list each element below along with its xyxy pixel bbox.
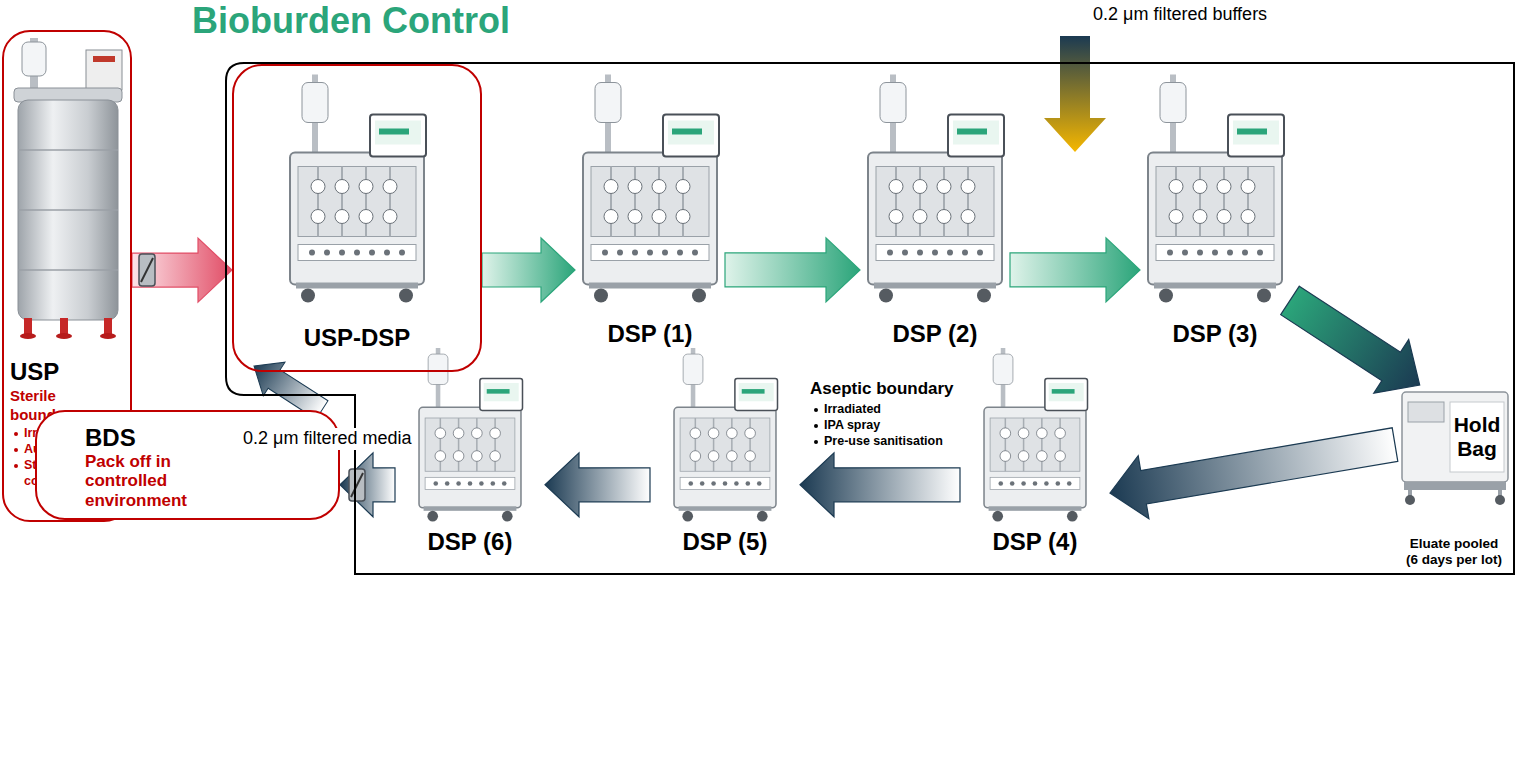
boundary-outline [225, 62, 1516, 575]
flow-arrow [482, 238, 575, 302]
chromatography-skid [419, 348, 522, 521]
aseptic-boundary-region: Aseptic boundaryIrradiatedIPA sprayPre-u… [225, 62, 1516, 575]
node-note: Pack off in controlled environment [85, 452, 220, 511]
flow-arrow [1281, 286, 1420, 393]
process-unit: DSP (5) [650, 345, 800, 560]
flow-arrow [132, 238, 232, 302]
bulk-drug-substance-box: BDSPack off in controlled environment [35, 410, 340, 520]
process-unit: DSP (1) [575, 70, 725, 352]
note-label: 0.2 μm filtered media [240, 428, 414, 450]
filter-symbol [139, 254, 155, 286]
bioreactor-illustration [14, 38, 122, 339]
chromatography-skid [984, 348, 1087, 521]
diagram-title: Bioburden Control [192, 0, 510, 41]
chromatography-skid [1148, 75, 1284, 303]
bullet-text: Irradiated [824, 401, 881, 417]
chromatography-skid [868, 75, 1004, 303]
boundary-text-box: Aseptic boundaryIrradiatedIPA sprayPre-u… [810, 378, 960, 449]
process-unit: DSP (4) [960, 345, 1110, 560]
process-unit: USP-DSP [232, 64, 482, 372]
flow-arrow [725, 238, 860, 302]
node-title: DSP (6) [428, 528, 513, 556]
boundary-line [226, 63, 1514, 574]
hold-label-holder: Hold Bag [1450, 413, 1504, 461]
bullet-dot [814, 440, 818, 444]
node-title: Hold Bag [1450, 413, 1504, 461]
hold-bag-cart [1402, 392, 1508, 505]
node-title: DSP (2) [893, 320, 978, 348]
flow-arrow [340, 453, 395, 517]
title-holder: Bioburden Control [192, 0, 510, 41]
bullet-dot [814, 424, 818, 428]
process-unit: DSP (6) [395, 345, 545, 560]
filter-symbol [349, 469, 365, 501]
hold-bag: Hold BagEluate pooled (6 days per lot) [1395, 385, 1513, 570]
chromatography-skid [674, 348, 777, 521]
buffer-feed-arrow [1044, 36, 1106, 152]
node-note: Eluate pooled (6 days per lot) [1404, 536, 1504, 568]
node-title: DSP (1) [608, 320, 693, 348]
chromatography-skid [583, 75, 719, 303]
flow-arrow [800, 453, 960, 517]
chromatography-skid [290, 75, 426, 303]
bullet-text: Pre-use sanitisation [824, 433, 943, 449]
process-unit: DSP (2) [860, 70, 1010, 352]
label-holder: 0.2 μm filtered buffers [1090, 4, 1270, 26]
flow-arrow [545, 453, 650, 517]
bullet-dot [14, 432, 18, 436]
node-title: USP [10, 358, 126, 386]
node-title: DSP (4) [993, 528, 1078, 556]
bullet-dot [14, 448, 18, 452]
bullet-dot [14, 464, 18, 468]
hold-note-holder: Eluate pooled (6 days per lot) [1395, 536, 1513, 568]
process-unit: DSP (3) [1140, 70, 1290, 352]
boundary-heading: Aseptic boundary [810, 378, 960, 399]
node-title: DSP (5) [683, 528, 768, 556]
flow-arrow [1010, 238, 1140, 302]
note-label: 0.2 μm filtered buffers [1090, 4, 1270, 26]
bullet-dot [814, 408, 818, 412]
flow-arrow [1110, 428, 1398, 519]
bullet-item: Irradiated [810, 401, 960, 417]
node-title: DSP (3) [1173, 320, 1258, 348]
label-holder: 0.2 μm filtered media [240, 428, 414, 450]
bullet-item: IPA spray [810, 417, 960, 433]
bullet-text: IPA spray [824, 417, 880, 433]
node-title: USP-DSP [304, 324, 411, 352]
bullet-item: Pre-use sanitisation [810, 433, 960, 449]
